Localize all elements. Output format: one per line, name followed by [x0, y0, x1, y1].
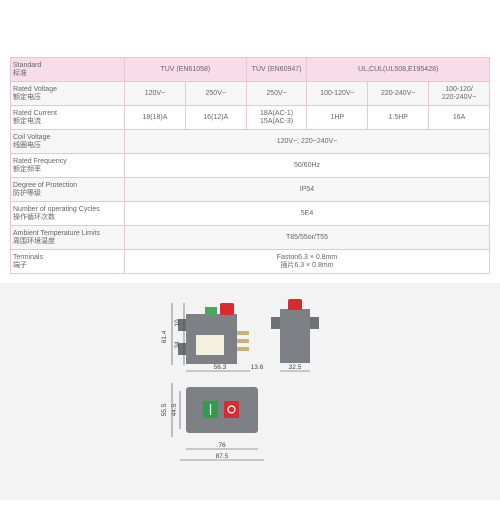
spec-value: 16A — [428, 105, 490, 130]
spec-label-en: Rated Voltage — [13, 85, 57, 93]
spec-value: 18(18)A — [124, 105, 186, 130]
spec-label-cn: 额定电流 — [13, 117, 41, 125]
spec-value: 100-120/ 220-240V~ — [428, 81, 490, 106]
side-view: 61.4 34 10 56.3 13.6 — [161, 303, 264, 372]
spec-label-en: Number of operating Cycles — [13, 205, 100, 213]
dim-front-h1: 55.5 — [161, 403, 168, 416]
spec-label-cn: 端子 — [13, 261, 27, 269]
spec-label-en: Terminals — [13, 253, 43, 261]
spec-value: 1HP — [306, 105, 369, 130]
spec-value: Faston6.3 × 0.8mm 插片6.3 × 0.8mm — [124, 249, 490, 274]
technical-drawing: 61.4 34 10 56.3 13.6 32.5 55.5 44.5 — [161, 299, 319, 461]
spec-value: TUV (EN60947) — [245, 57, 308, 82]
dim-front-h2: 44.5 — [171, 403, 178, 416]
spec-label-en: Degree of Protection — [13, 181, 78, 189]
spec-value: 120V~; 220~240V~ — [124, 129, 490, 154]
dimension-drawings: 61.4 34 10 56.3 13.6 32.5 55.5 44.5 — [0, 283, 500, 500]
end-red-button — [288, 299, 302, 310]
spec-label-cn: 周围环境温度 — [13, 237, 55, 245]
dim-front-w1: 76 — [218, 442, 226, 449]
spec-value: 100-120V~ — [306, 81, 369, 106]
spec-label-cn: 额定频率 — [13, 165, 41, 173]
end-view: 32.5 — [271, 299, 319, 372]
front-view: 55.5 44.5 76 87.5 — [161, 383, 264, 461]
red-button — [224, 401, 239, 418]
spec-value: 250V~ — [245, 81, 308, 106]
spec-label-cn: 防护等级 — [13, 189, 41, 197]
spec-value: 1.5HP — [367, 105, 430, 130]
dim-side-width: 56.3 — [214, 364, 227, 371]
spec-label-en: Rated Frequency — [13, 157, 67, 165]
spec-label-cn: 额定电压 — [13, 93, 41, 101]
spec-value: 18A(AC-1) 15A(AC-3) — [245, 105, 308, 130]
spec-value: IP54 — [124, 177, 490, 202]
dim-end-width: 32.5 — [289, 364, 302, 371]
spec-value: 16(12)A — [184, 105, 247, 130]
spec-value: 50/60Hz — [124, 153, 490, 178]
dim-side-b: 10 — [174, 319, 181, 327]
spec-label-en: Ambient Temperature Limits — [13, 229, 101, 237]
dim-front-w2: 87.5 — [216, 453, 229, 460]
red-button-top — [220, 303, 234, 315]
spec-label-en: Coil Voltage — [13, 133, 51, 141]
green-button-top — [205, 307, 217, 315]
end-view-housing — [280, 309, 310, 363]
dim-side-a: 34 — [174, 341, 181, 349]
spec-label-cn: 线圈电压 — [13, 141, 41, 149]
spec-value: 5E4 — [124, 201, 490, 226]
dim-side-small: 13.6 — [251, 364, 264, 371]
dim-side-height: 61.4 — [161, 330, 168, 343]
spec-label-en: Rated Current — [13, 109, 57, 117]
spec-value: T85/55or/T55 — [124, 225, 490, 250]
spec-value: 250V~ — [184, 81, 247, 106]
spec-value: 120V~ — [124, 81, 186, 106]
front-view-housing — [186, 387, 258, 433]
coil-block — [196, 335, 224, 355]
spec-value: UL,CUL(UL508,E195428) — [306, 57, 490, 82]
spec-label-cn: 操作循环次数 — [13, 213, 55, 221]
spec-label-en: Standard — [13, 61, 42, 69]
spec-value: 220-240V~ — [367, 81, 430, 106]
spec-label-cn: 标准 — [13, 69, 27, 77]
spec-value: TUV (EN61058) — [124, 57, 247, 82]
